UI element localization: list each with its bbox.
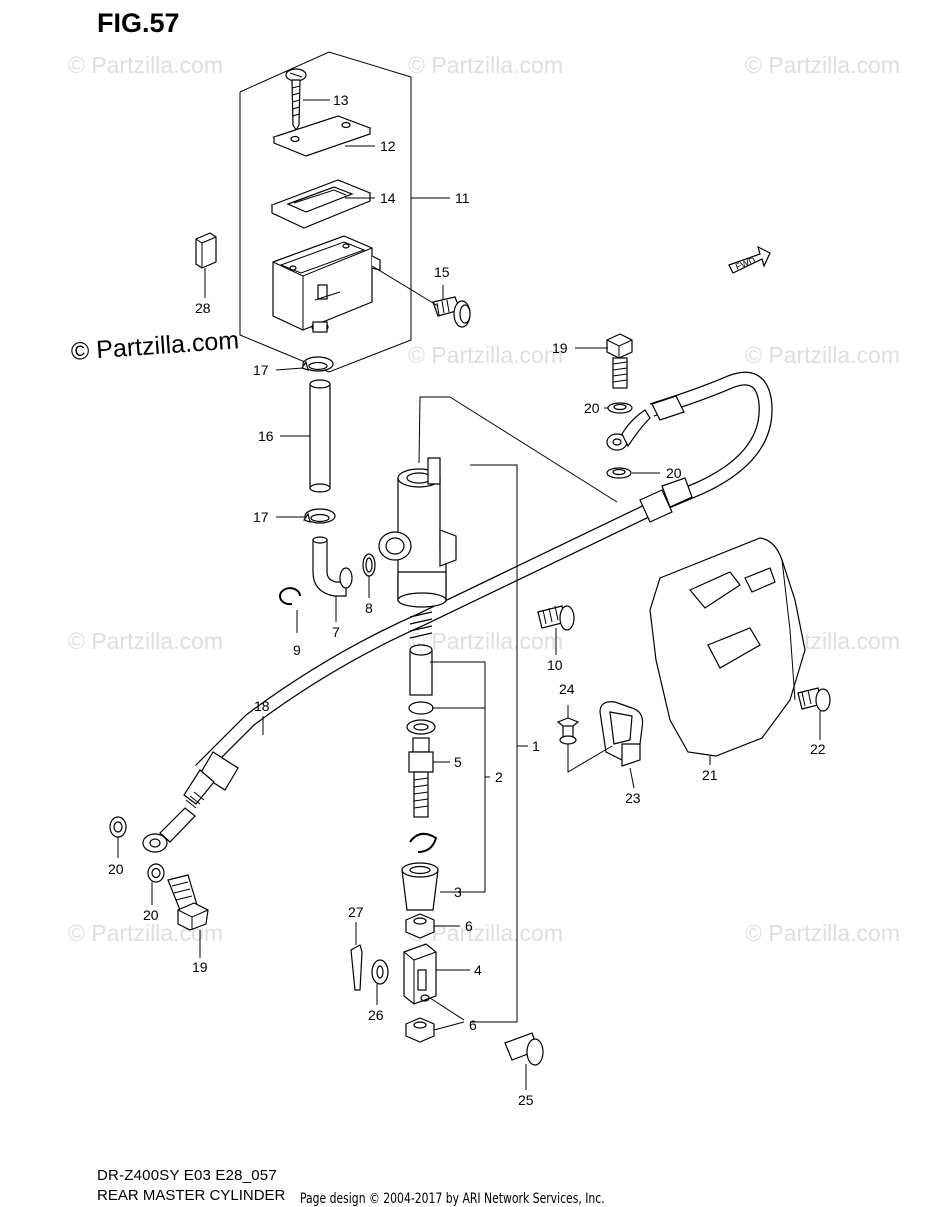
watermark: © Partzilla.com bbox=[408, 628, 563, 654]
part-union-bolt-19-bottom bbox=[167, 874, 209, 931]
fwd-arrow-icon: FWD bbox=[728, 245, 771, 274]
part-cotter-pin-27 bbox=[350, 944, 363, 991]
callout-16: 16 bbox=[258, 428, 274, 444]
callout-18: 18 bbox=[254, 698, 270, 714]
watermark: © Partzilla.com bbox=[745, 342, 900, 368]
part-spring bbox=[409, 611, 433, 639]
part-elbow-7 bbox=[312, 536, 353, 597]
part-bolt-22 bbox=[797, 687, 831, 712]
watermark: © Partzilla.com bbox=[68, 52, 223, 78]
callout-4: 4 bbox=[474, 962, 482, 978]
callout-27: 27 bbox=[348, 904, 364, 920]
callout-5: 5 bbox=[454, 754, 462, 770]
callout-20: 20 bbox=[666, 465, 682, 481]
callout-2: 2 bbox=[495, 769, 503, 785]
watermark: © Partzilla.com bbox=[68, 628, 223, 654]
watermark: © Partzilla.com bbox=[408, 342, 563, 368]
callout-20: 20 bbox=[108, 861, 124, 877]
part-nut-6a bbox=[405, 913, 435, 939]
leader-group-1 bbox=[418, 396, 618, 503]
callout-11: 11 bbox=[455, 190, 470, 206]
part-hose-16 bbox=[309, 379, 331, 493]
part-cap-28 bbox=[195, 232, 217, 269]
part-nut-6b bbox=[405, 1017, 435, 1043]
part-clevis-4 bbox=[403, 943, 437, 1005]
fwd-label: FWD bbox=[734, 255, 757, 272]
part-circlip bbox=[409, 832, 438, 853]
callout-17: 17 bbox=[253, 509, 269, 525]
part-master-cylinder-body bbox=[378, 457, 457, 608]
callout-1: 1 bbox=[532, 738, 540, 754]
callout-17: 17 bbox=[253, 362, 269, 378]
callout-25: 25 bbox=[518, 1092, 534, 1108]
figure-title: FIG.57 bbox=[97, 8, 180, 38]
part-washer-20c bbox=[109, 816, 127, 838]
callout-3: 3 bbox=[454, 884, 462, 900]
part-diaphragm-14 bbox=[270, 179, 372, 229]
part-piston bbox=[406, 644, 436, 735]
callout-23: 23 bbox=[625, 790, 641, 806]
part-union-bolt-19-top bbox=[606, 333, 633, 389]
callout-20: 20 bbox=[584, 400, 600, 416]
callout-7: 7 bbox=[332, 624, 340, 640]
part-boot-3 bbox=[401, 862, 439, 911]
part-push-rod-5 bbox=[408, 737, 434, 818]
part-washer-26 bbox=[371, 959, 389, 985]
callout-24: 24 bbox=[559, 681, 575, 697]
part-banjo-top bbox=[606, 409, 651, 451]
part-clamp-17a bbox=[301, 356, 334, 372]
callout-26: 26 bbox=[368, 1007, 384, 1023]
callout-9: 9 bbox=[293, 642, 301, 658]
diagram-caption: REAR MASTER CYLINDER bbox=[97, 1187, 286, 1204]
callout-6: 6 bbox=[465, 918, 473, 934]
reservoir-group-frame bbox=[239, 51, 412, 373]
callout-21: 21 bbox=[702, 767, 718, 783]
leader-23 bbox=[629, 767, 635, 789]
callout-10: 10 bbox=[547, 657, 563, 673]
callout-19: 19 bbox=[192, 959, 208, 975]
callout-12: 12 bbox=[380, 138, 396, 154]
part-banjo-bottom bbox=[142, 807, 196, 853]
watermark: © Partzilla.com bbox=[745, 920, 900, 946]
part-bolt-15 bbox=[432, 296, 471, 328]
part-bracket-23 bbox=[599, 701, 644, 767]
part-circlip-9 bbox=[279, 587, 301, 606]
leader-17a bbox=[275, 367, 304, 371]
part-clamp-17b bbox=[303, 508, 336, 524]
callout-13: 13 bbox=[333, 92, 349, 108]
callout-19: 19 bbox=[552, 340, 568, 356]
part-screw-24 bbox=[556, 717, 580, 745]
callout-15: 15 bbox=[434, 264, 450, 280]
page-design-credit: Page design © 2004-2017 by ARI Network S… bbox=[300, 1191, 605, 1207]
leader-23-24 bbox=[567, 705, 613, 773]
leader-group-1-bracket bbox=[470, 464, 518, 1023]
watermark: © Partzilla.com bbox=[745, 52, 900, 78]
part-washer-20d bbox=[147, 863, 165, 883]
callout-20: 20 bbox=[143, 907, 159, 923]
part-plate-12 bbox=[272, 115, 372, 157]
part-screw-13 bbox=[285, 68, 307, 132]
callout-14: 14 bbox=[380, 190, 396, 206]
part-reservoir-body bbox=[272, 235, 381, 333]
part-brake-hose-18 bbox=[183, 371, 773, 809]
callout-6: 6 bbox=[469, 1017, 477, 1033]
leader-group-2-bracket bbox=[430, 661, 486, 893]
model-code: DR-Z400SY E03 E28_057 bbox=[97, 1167, 277, 1184]
part-bolt-10 bbox=[537, 605, 575, 631]
callout-22: 22 bbox=[810, 741, 826, 757]
part-clevis-pin-25 bbox=[504, 1032, 544, 1066]
part-guard-21 bbox=[649, 537, 806, 757]
watermark: © Partzilla.com bbox=[408, 52, 563, 78]
callout-28: 28 bbox=[195, 300, 211, 316]
leader-6b bbox=[429, 997, 465, 1031]
callout-8: 8 bbox=[365, 600, 373, 616]
part-o-ring-8 bbox=[362, 553, 376, 577]
leader-15b bbox=[371, 265, 439, 307]
